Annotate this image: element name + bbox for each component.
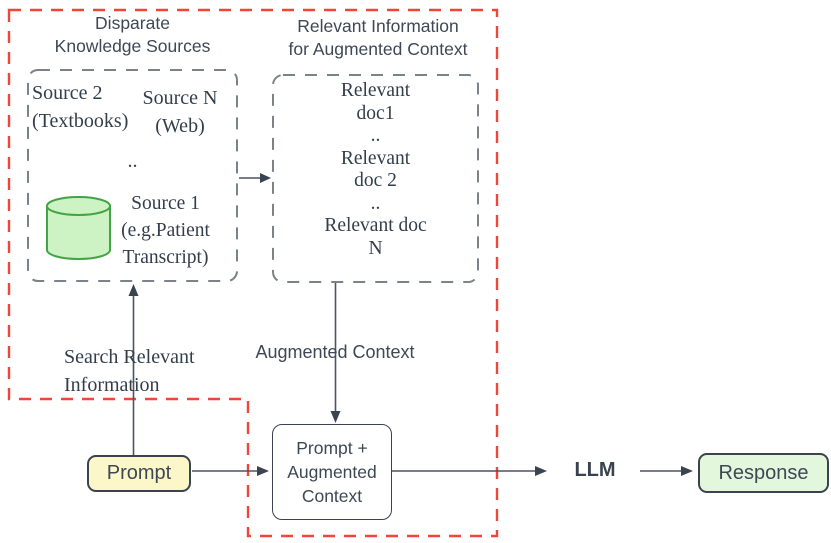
relevant-docs-list: Relevant doc1 .. Relevant doc 2 .. Relev… <box>324 80 427 259</box>
red-dashed-boundary <box>7 8 499 538</box>
relevant-info-title: Relevant Information for Augmented Conte… <box>288 16 468 59</box>
source-1-label: Source 1 (e.g.Patient Transcript) <box>121 193 210 268</box>
knowledge-sources-title: Disparate Knowledge Sources <box>54 13 211 56</box>
source-n-label: Source N (Web) <box>142 87 218 137</box>
relevant-info-dashed-box <box>272 74 479 283</box>
search-relevant-label: Search Relevant Information <box>64 346 195 396</box>
response-node: Response <box>698 453 829 493</box>
arrow-prompt-to-sources <box>128 284 139 455</box>
prompt-augmented-context-node: Prompt + Augmented Context <box>272 424 392 520</box>
arrow-relevant-to-promptac <box>330 283 341 423</box>
augmented-context-label: Augmented Context <box>255 342 415 362</box>
database-cylinder-icon <box>46 196 111 260</box>
llm-label: LLM <box>574 459 616 481</box>
arrow-sources-to-relevant <box>239 173 271 183</box>
arrow-pac-to-llm <box>392 466 547 476</box>
sources-ellipsis: .. <box>127 150 138 172</box>
arrow-prompt-to-pac <box>192 466 269 476</box>
knowledge-sources-dashed-box <box>27 69 238 282</box>
prompt-node: Prompt <box>87 455 191 492</box>
arrow-llm-to-response <box>640 466 693 476</box>
source-2-label: Source 2 (Textbooks) <box>32 82 129 132</box>
